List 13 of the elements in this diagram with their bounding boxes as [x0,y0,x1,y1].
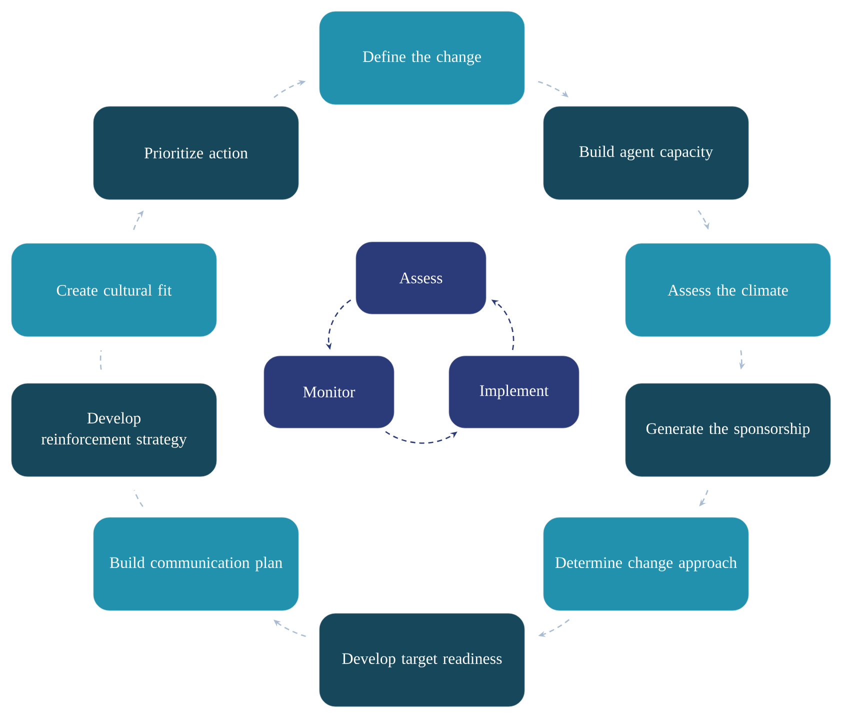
step-box: Develop target readiness [319,613,525,707]
cycle-box: Implement [448,356,580,428]
step-box: Build communication plan [93,517,299,611]
cycle-box: Assess [356,242,486,314]
step-box: Assess the climate [625,243,831,337]
cycle-box: Monitor [264,356,394,428]
step-box: Determine change approach [543,517,749,611]
step-box: Prioritize action [93,106,299,200]
step-box: Define the change [319,11,525,105]
step-box: Generate the sponsorship [625,383,831,477]
step-box: Develop reinforcement strategy [11,383,217,477]
step-box: Create cultural fit [11,243,217,337]
step-box: Build agent capacity [543,106,749,200]
